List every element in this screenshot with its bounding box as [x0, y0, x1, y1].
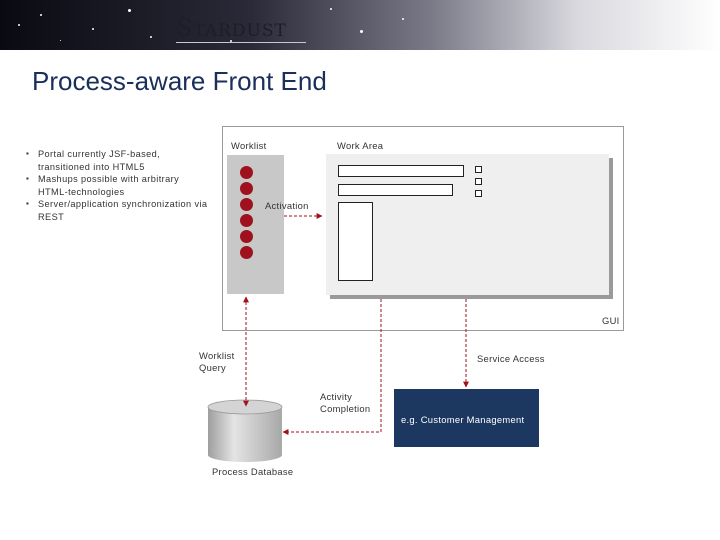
- bullet-item: ▪ Portal currently JSF-based, transitione…: [26, 148, 210, 173]
- worklist-item-marker: [240, 198, 253, 211]
- worklist-item-marker: [240, 214, 253, 227]
- bullet-text: Server/application synchronization via R…: [38, 199, 208, 222]
- star-sparkle: [330, 8, 332, 10]
- star-sparkle: [360, 30, 363, 33]
- activation-label: Activation: [265, 200, 309, 211]
- slide-title: Process-aware Front End: [32, 66, 327, 96]
- work-area-label: Work Area: [337, 140, 384, 151]
- star-sparkle: [40, 14, 42, 16]
- database-cylinder-icon: [207, 399, 283, 462]
- logo-underline: [176, 42, 306, 43]
- work-area-text-area: [338, 202, 373, 281]
- worklist-item-marker: [240, 230, 253, 243]
- header-banner: Stardust: [0, 0, 720, 50]
- worklist-query-label: Worklist Query: [199, 350, 235, 373]
- service-box-label: e.g. Customer Management: [401, 414, 525, 425]
- worklist-item-marker: [240, 182, 253, 195]
- activity-completion-label: Activity Completion: [320, 391, 371, 414]
- work-area-input-field: [338, 184, 453, 196]
- bullet-icon: ▪: [26, 174, 30, 183]
- brand-logo: Stardust: [176, 14, 287, 42]
- star-sparkle: [150, 36, 152, 38]
- bullet-text: Portal currently JSF-based, transitioned…: [38, 149, 161, 172]
- worklist-item-marker: [240, 246, 253, 259]
- worklist-label: Worklist: [231, 140, 267, 151]
- star-sparkle: [128, 9, 131, 12]
- bullet-icon: ▪: [26, 149, 30, 158]
- bullet-icon: ▪: [26, 199, 30, 208]
- work-area-checkbox: [475, 178, 482, 185]
- bullet-item: ▪ Server/application synchronization via …: [26, 198, 210, 223]
- work-area-checkbox: [475, 166, 482, 173]
- star-sparkle: [92, 28, 94, 30]
- bullet-text: Mashups possible with arbitrary HTML-tec…: [38, 174, 180, 197]
- star-sparkle: [230, 40, 232, 42]
- work-area-panel: [326, 154, 609, 295]
- star-sparkle: [18, 24, 20, 26]
- customer-management-box: [394, 389, 539, 447]
- worklist-item-marker: [240, 166, 253, 179]
- service-access-label: Service Access: [477, 353, 545, 364]
- activity-completion-arrow: [282, 299, 382, 435]
- star-sparkle: [402, 18, 404, 20]
- database-label: Process Database: [212, 466, 294, 477]
- work-area-input-field: [338, 165, 464, 177]
- worklist-panel: [227, 155, 284, 294]
- work-area-checkbox: [475, 190, 482, 197]
- bullet-list: ▪ Portal currently JSF-based, transitione…: [26, 148, 210, 223]
- gui-label: GUI: [602, 315, 620, 326]
- star-sparkle: [60, 40, 61, 41]
- bullet-item: ▪ Mashups possible with arbitrary HTML-te…: [26, 173, 210, 198]
